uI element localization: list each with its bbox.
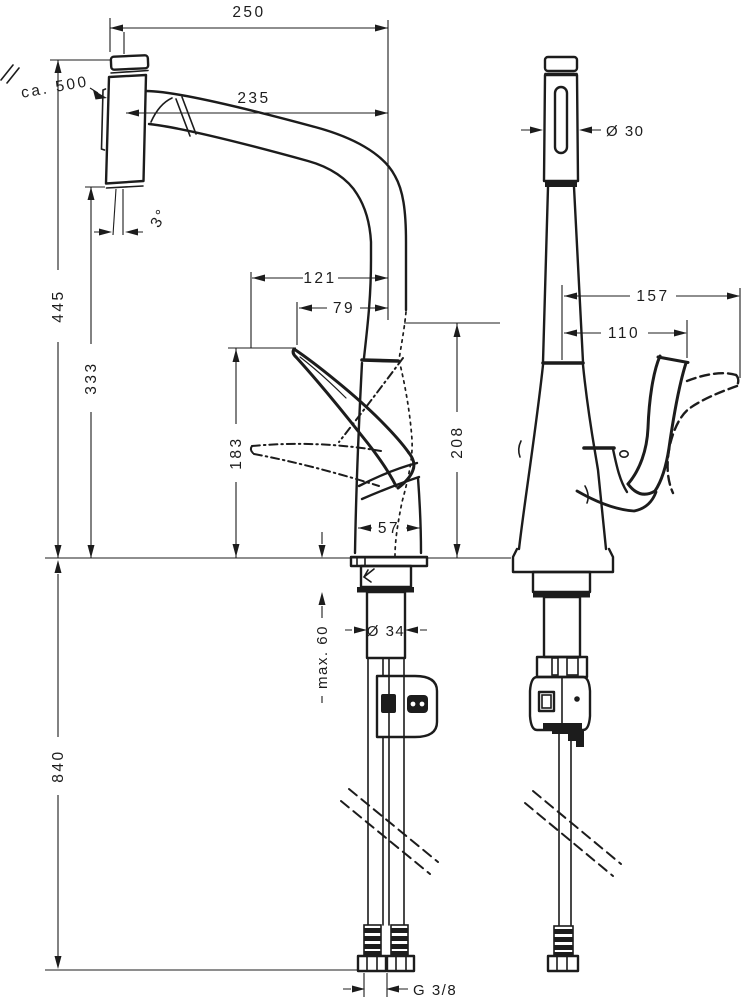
hidden-spout-edge: [394, 311, 413, 557]
body-side: [353, 358, 423, 555]
dim-208: 208: [404, 322, 500, 558]
spout-front: [541, 185, 585, 365]
dim-label-250: 250: [232, 4, 265, 21]
dim-110: 110: [564, 320, 688, 358]
dim-label-dia34: Ø 34: [367, 623, 406, 640]
dim-label-121: 121: [303, 270, 336, 287]
dim-label-g38: G 3/8: [413, 982, 457, 999]
dim-label-79: 79: [333, 300, 355, 317]
dim-121: 121: [250, 270, 388, 348]
dim-79: 79: [296, 300, 388, 345]
side-view: [45, 54, 511, 973]
dim-dia34: Ø 34: [345, 623, 427, 640]
dim-183: 183: [228, 347, 296, 558]
dimension-annotations: 250 235 ca. 500 3°: [0, 4, 741, 999]
dim-157: 157: [561, 285, 741, 378]
spray-head-side: [100, 54, 150, 189]
handle-front: [575, 354, 690, 513]
dim-250: 250: [109, 4, 389, 320]
dim-max60: max. 60: [314, 532, 331, 703]
spray-selector-slot: [553, 85, 569, 155]
hidden-hose-line: [338, 357, 404, 443]
dim-label-ca500: ca. 500: [20, 73, 90, 102]
spout-side: [144, 89, 408, 360]
dim-ca500: ca. 500: [0, 64, 107, 102]
dim-dia30: Ø 30: [521, 123, 645, 140]
dim-label-333: 333: [83, 361, 100, 394]
dim-3deg: 3°: [94, 188, 172, 236]
dim-label-3deg: 3°: [147, 205, 171, 230]
dim-label-183: 183: [228, 436, 245, 469]
dim-840: 840: [50, 560, 67, 969]
dim-label-157: 157: [636, 288, 669, 305]
body-front: [511, 363, 615, 598]
dim-g38: G 3/8: [343, 973, 457, 999]
select-button: [100, 88, 107, 151]
handle-front-open: [666, 372, 740, 495]
dim-label-dia30: Ø 30: [606, 123, 645, 140]
front-view: [511, 55, 740, 973]
handle-side-open: [249, 442, 382, 487]
spray-head-front: [542, 55, 580, 187]
base-side: [340, 555, 439, 973]
dim-label-840: 840: [50, 749, 67, 782]
dim-label-57: 57: [378, 520, 400, 537]
dim-label-235: 235: [237, 90, 270, 107]
dim-label-445: 445: [50, 289, 67, 322]
dim-label-110: 110: [608, 325, 640, 342]
dim-label-208: 208: [449, 425, 466, 458]
dim-label-max60: max. 60: [314, 625, 331, 689]
dim-445: 445: [50, 59, 110, 558]
base-front: [524, 595, 622, 973]
mounting-clip: [362, 568, 375, 583]
dim-333: 333: [83, 186, 105, 558]
handle-side: [291, 347, 421, 501]
dim-57: 57: [358, 520, 420, 537]
dim-235: 235: [123, 32, 388, 117]
